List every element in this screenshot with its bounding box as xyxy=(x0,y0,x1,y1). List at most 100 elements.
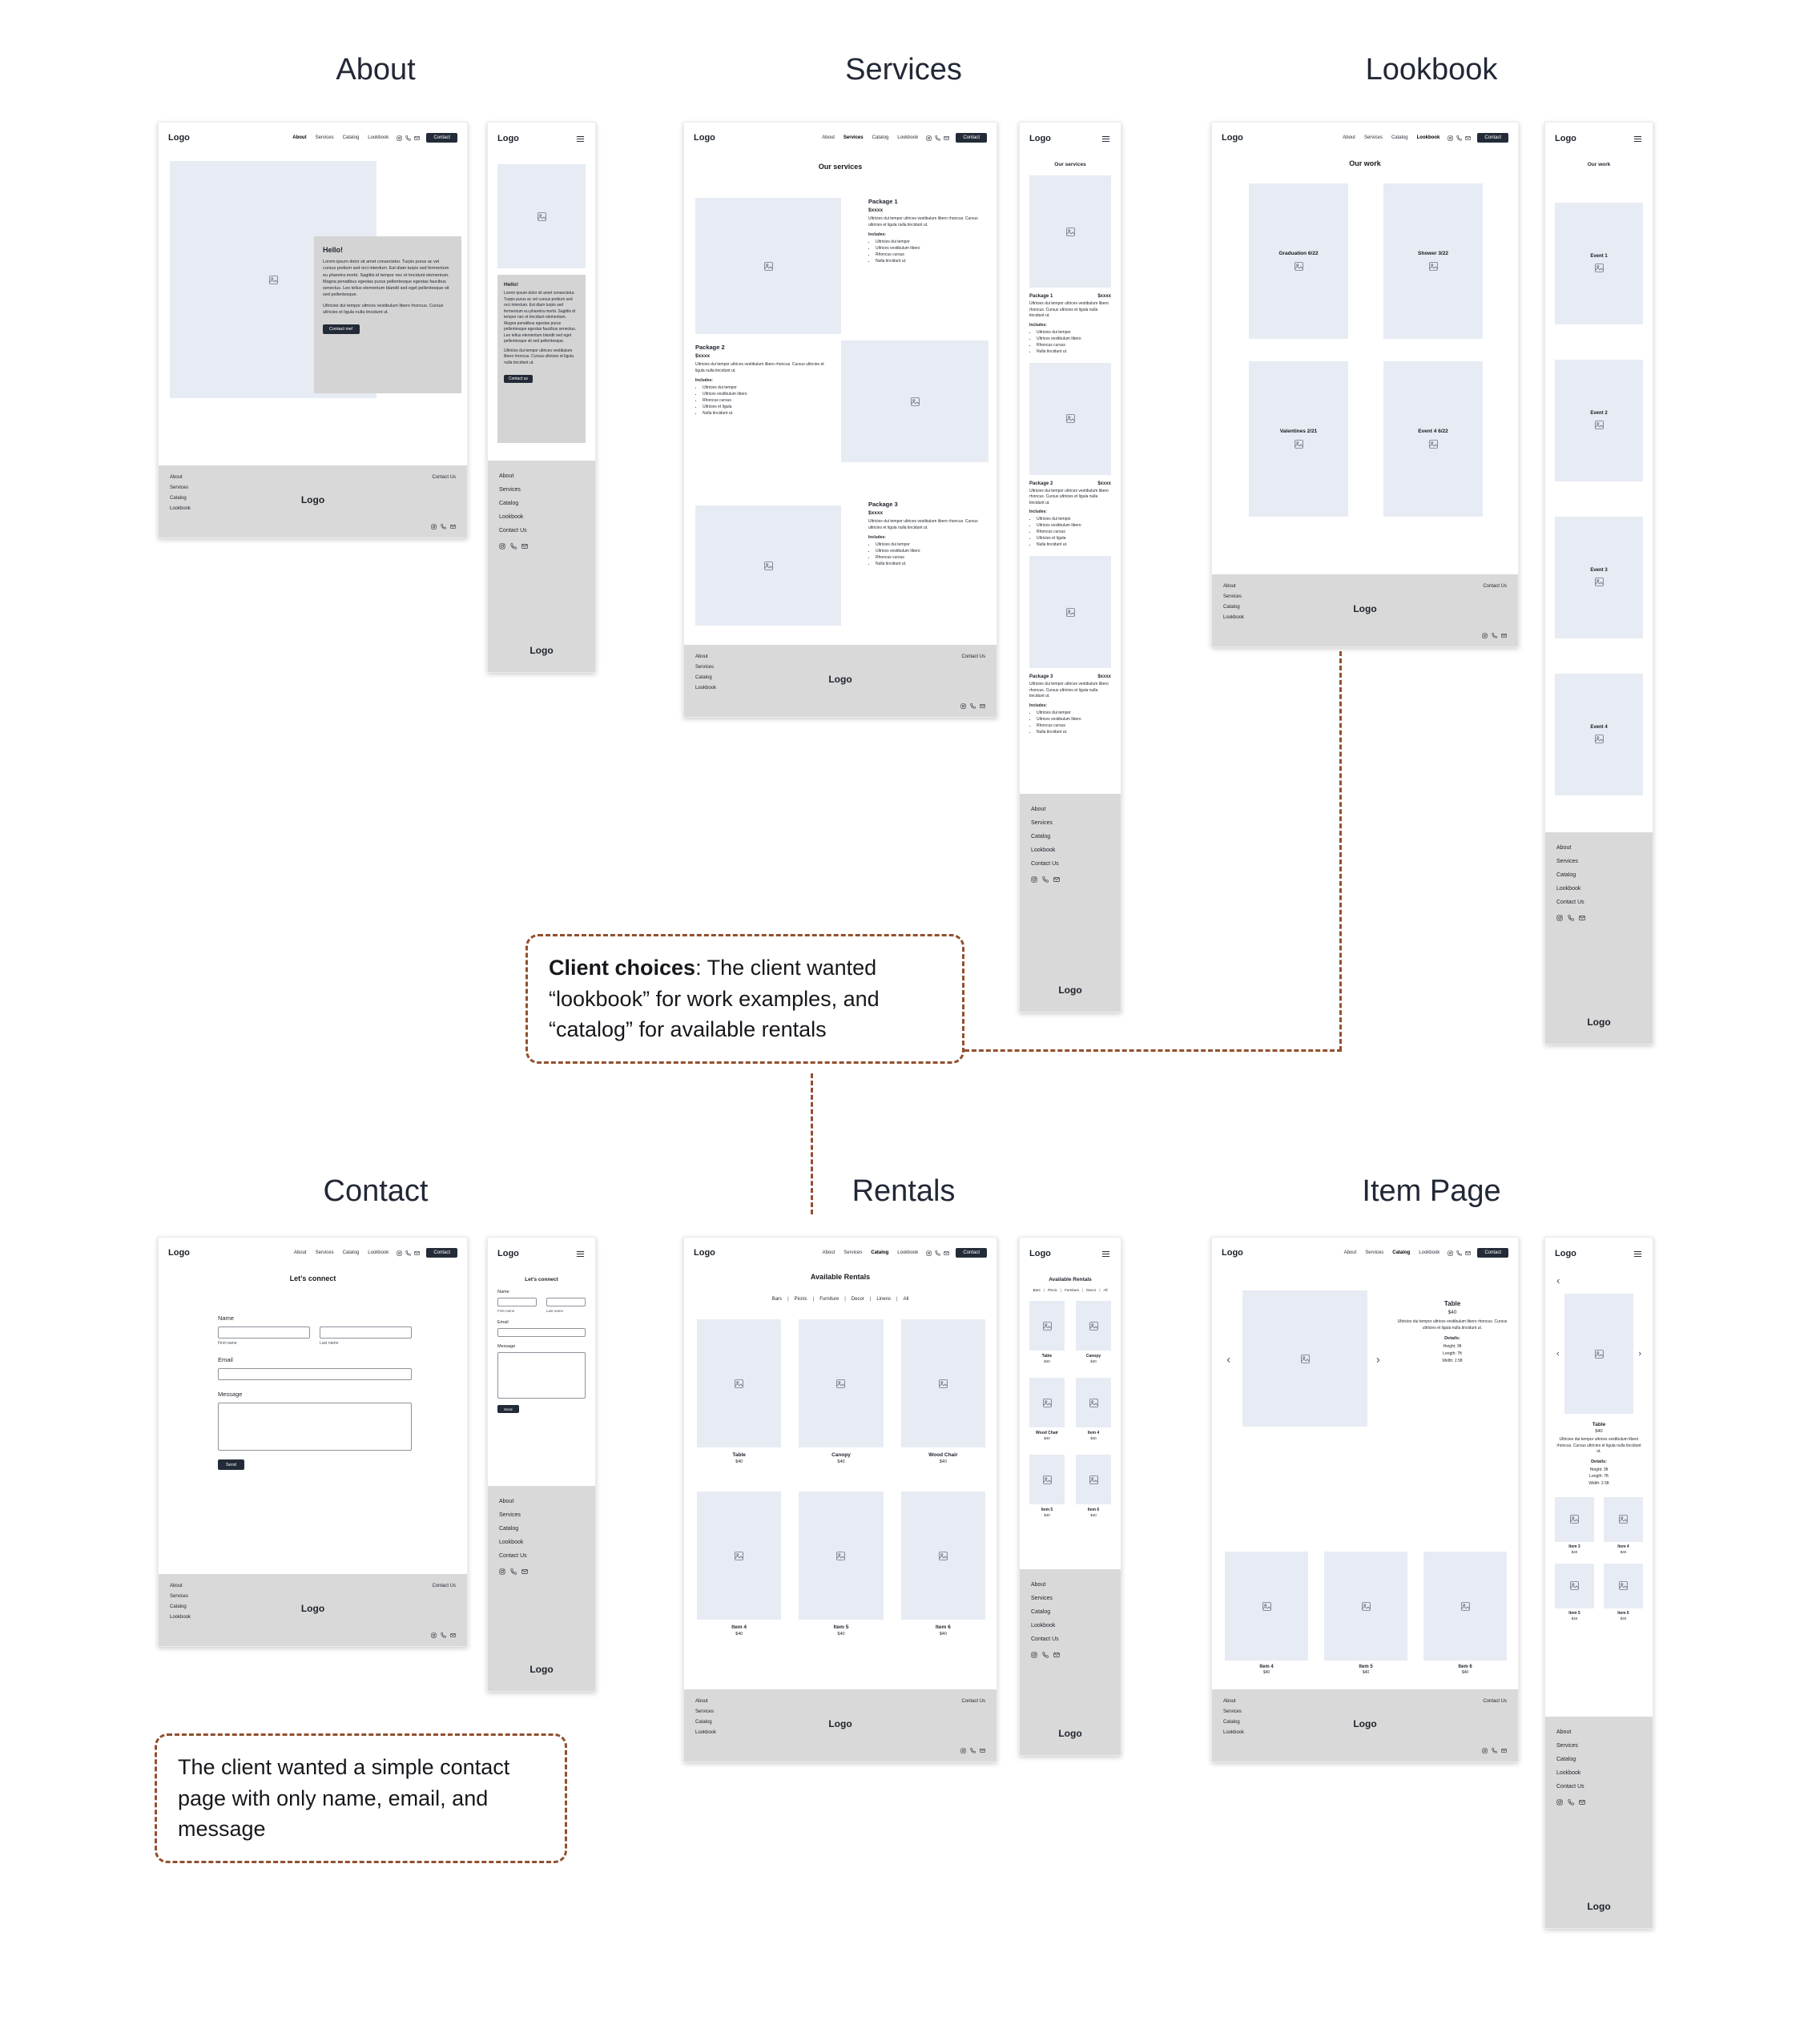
mail-icon[interactable] xyxy=(1501,633,1507,638)
menu-icon[interactable] xyxy=(1633,134,1643,144)
nav-item-services[interactable]: Services xyxy=(1365,1250,1384,1255)
footer-link-lookbook[interactable]: Lookbook xyxy=(1223,1730,1245,1735)
nav-item-about[interactable]: About xyxy=(293,1250,307,1255)
chevron-left-icon[interactable] xyxy=(1555,1351,1561,1357)
nav-item-services[interactable]: Services xyxy=(1363,135,1383,140)
instagram-icon[interactable] xyxy=(1556,1799,1563,1806)
instagram-icon[interactable] xyxy=(1031,1652,1037,1658)
footer-link-lookbook[interactable]: Lookbook xyxy=(499,514,524,520)
phone-icon[interactable] xyxy=(405,135,412,141)
footer-link-services[interactable]: Services xyxy=(170,1594,189,1599)
nav-item-about[interactable]: About xyxy=(292,135,307,140)
instagram-icon[interactable] xyxy=(397,135,402,141)
phone-icon[interactable] xyxy=(510,543,517,550)
contact-button[interactable]: Contact xyxy=(1477,1248,1508,1258)
footer-link-about[interactable]: About xyxy=(695,1699,708,1704)
rental-card-wood-chair[interactable]: Wood Chair $40 xyxy=(1029,1378,1065,1440)
rental-card-item6[interactable]: Item 6 $40 xyxy=(900,1492,985,1637)
footer-contact-us-link[interactable]: Contact Us xyxy=(1483,1699,1507,1704)
footer-link-catalog[interactable]: Catalog xyxy=(1223,1720,1240,1725)
footer-link-about[interactable]: About xyxy=(1556,1729,1572,1735)
filter-bars[interactable]: Bars xyxy=(1033,1288,1041,1292)
nav-item-lookbook[interactable]: Lookbook xyxy=(897,135,919,140)
related-card-item4[interactable]: Item 4 $40 xyxy=(1225,1552,1308,1675)
rental-card-table[interactable]: Table $40 xyxy=(697,1319,782,1464)
send-button[interactable]: Send xyxy=(218,1459,244,1470)
mail-icon[interactable] xyxy=(1053,1652,1060,1658)
nav-item-about[interactable]: About xyxy=(1343,135,1355,140)
filter-decor[interactable]: Decor xyxy=(1079,1288,1096,1292)
lookbook-card-shower[interactable]: Shower 3/22 xyxy=(1383,183,1483,339)
footer-link-catalog[interactable]: Catalog xyxy=(499,1526,519,1532)
nav-item-services[interactable]: Services xyxy=(844,1250,863,1255)
lookbook-card-event4[interactable]: Event 4 xyxy=(1555,674,1643,795)
menu-icon[interactable] xyxy=(575,134,586,144)
mail-icon[interactable] xyxy=(944,135,950,141)
phone-icon[interactable] xyxy=(441,1632,446,1638)
footer-link-about[interactable]: About xyxy=(170,475,183,480)
chevron-right-icon[interactable] xyxy=(1374,1356,1382,1364)
first-name-input[interactable] xyxy=(218,1327,310,1339)
email-input[interactable] xyxy=(497,1328,586,1337)
rental-card-item5[interactable]: Item 5 $40 xyxy=(799,1492,884,1637)
footer-link-catalog[interactable]: Catalog xyxy=(170,1604,187,1609)
mail-icon[interactable] xyxy=(1579,915,1585,921)
rental-card-item4[interactable]: Item 4 $40 xyxy=(1076,1378,1111,1440)
phone-icon[interactable] xyxy=(970,1748,976,1753)
footer-link-lookbook[interactable]: Lookbook xyxy=(1556,886,1581,892)
related-card-item4[interactable]: Item 4 $40 xyxy=(1604,1496,1643,1554)
nav-item-services[interactable]: Services xyxy=(843,135,864,140)
footer-link-services[interactable]: Services xyxy=(499,487,521,493)
mail-icon[interactable] xyxy=(980,703,985,709)
menu-icon[interactable] xyxy=(575,1249,586,1259)
footer-link-services[interactable]: Services xyxy=(1556,1743,1578,1749)
mail-icon[interactable] xyxy=(1465,135,1472,141)
footer-link-catalog[interactable]: Catalog xyxy=(695,675,712,680)
lookbook-card-event1[interactable]: Event 1 xyxy=(1555,203,1643,324)
filter-all[interactable]: All xyxy=(891,1297,908,1302)
footer-contact-us-link[interactable]: Contact Us xyxy=(961,654,985,659)
last-name-input[interactable] xyxy=(546,1298,586,1306)
related-card-item6[interactable]: Item 6 $40 xyxy=(1423,1552,1507,1675)
nav-item-catalog[interactable]: Catalog xyxy=(1392,1250,1411,1255)
contact-button[interactable]: Contact xyxy=(956,1248,987,1258)
filter-bars[interactable]: Bars xyxy=(771,1297,783,1302)
rental-card-canopy[interactable]: Canopy $40 xyxy=(799,1319,884,1464)
phone-icon[interactable] xyxy=(1568,1799,1574,1806)
instagram-icon[interactable] xyxy=(431,524,437,529)
footer-link-catalog[interactable]: Catalog xyxy=(1556,1757,1576,1762)
footer-link-contact-us[interactable]: Contact Us xyxy=(1556,1784,1584,1789)
instagram-icon[interactable] xyxy=(1482,633,1488,638)
phone-icon[interactable] xyxy=(1042,876,1049,883)
nav-item-services[interactable]: Services xyxy=(315,1250,334,1255)
instagram-icon[interactable] xyxy=(926,135,932,141)
footer-link-lookbook[interactable]: Lookbook xyxy=(695,1730,717,1735)
footer-link-services[interactable]: Services xyxy=(499,1512,521,1518)
message-input[interactable] xyxy=(497,1352,586,1399)
rental-card-table[interactable]: Table $40 xyxy=(1029,1301,1065,1363)
rental-card-canopy[interactable]: Canopy $40 xyxy=(1076,1301,1111,1363)
contact-button[interactable]: Contact xyxy=(426,133,457,143)
rental-card-item4[interactable]: Item 4 $40 xyxy=(697,1492,782,1637)
footer-link-lookbook[interactable]: Lookbook xyxy=(170,1615,191,1620)
first-name-input[interactable] xyxy=(497,1298,537,1306)
contact-button[interactable]: Contact xyxy=(956,133,987,143)
footer-link-about[interactable]: About xyxy=(170,1584,183,1588)
related-card-item3[interactable]: Item 3 $40 xyxy=(1555,1496,1594,1554)
phone-icon[interactable] xyxy=(1492,633,1497,638)
last-name-input[interactable] xyxy=(320,1327,412,1339)
footer-link-lookbook[interactable]: Lookbook xyxy=(499,1540,524,1545)
menu-icon[interactable] xyxy=(1633,1249,1643,1259)
footer-link-catalog[interactable]: Catalog xyxy=(1031,834,1051,839)
mail-icon[interactable] xyxy=(450,1632,456,1638)
footer-link-about[interactable]: About xyxy=(1223,1699,1236,1704)
phone-icon[interactable] xyxy=(935,135,941,141)
back-icon[interactable] xyxy=(1555,1278,1562,1285)
phone-icon[interactable] xyxy=(441,524,446,529)
chevron-right-icon[interactable] xyxy=(1637,1351,1643,1357)
contact-me-button[interactable]: Contact me! xyxy=(323,324,360,334)
phone-icon[interactable] xyxy=(1042,1652,1049,1658)
footer-link-contact-us[interactable]: Contact Us xyxy=(1031,1637,1059,1642)
lookbook-card-event2[interactable]: Event 2 xyxy=(1555,360,1643,481)
nav-item-services[interactable]: Services xyxy=(315,135,334,140)
